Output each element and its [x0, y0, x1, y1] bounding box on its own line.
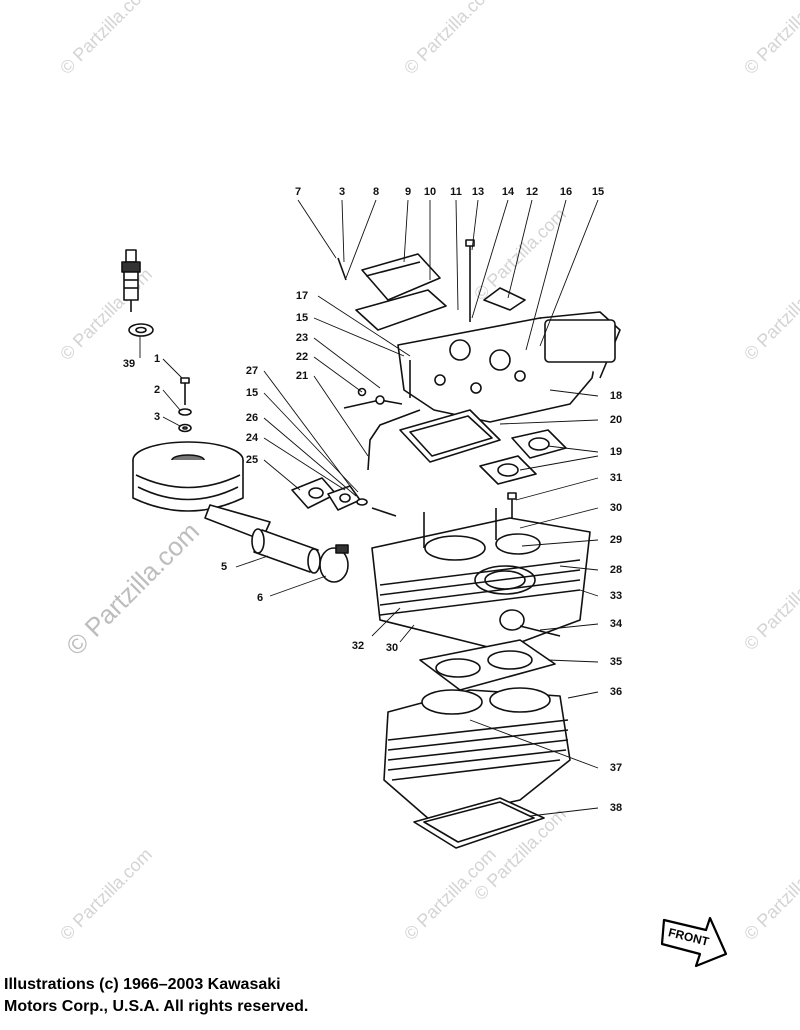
rocker-cover — [337, 253, 447, 331]
cylinder-head-bolt — [465, 239, 475, 322]
callout-label: 12 — [525, 186, 539, 198]
breather-fitting — [291, 477, 397, 517]
spark-plug — [121, 249, 154, 337]
callout-label: 5 — [220, 561, 228, 573]
callout-label: 39 — [122, 358, 136, 370]
port-gasket — [479, 429, 567, 485]
head-gasket — [399, 409, 501, 463]
callout-label: 13 — [471, 186, 485, 198]
hose-clamp — [319, 544, 349, 583]
leader-lines — [139, 199, 599, 817]
oil-pipe — [343, 387, 421, 471]
callout-label: 28 — [609, 564, 623, 576]
air-hose — [251, 528, 321, 574]
callout-label: 1 — [153, 353, 161, 365]
callout-label: 17 — [295, 290, 309, 302]
callout-label: 26 — [245, 412, 259, 424]
callout-label: 15 — [245, 387, 259, 399]
callout-label: 9 — [404, 186, 412, 198]
callout-label: 35 — [609, 656, 623, 668]
copyright-line-2: Motors Corp., U.S.A. All rights reserved… — [4, 998, 309, 1015]
lower-cylinder — [383, 687, 571, 821]
callout-label: 25 — [245, 454, 259, 466]
callout-label: 22 — [295, 351, 309, 363]
upper-cylinder — [371, 508, 591, 651]
callout-label: 31 — [609, 472, 623, 484]
callout-label: 21 — [295, 370, 309, 382]
callout-label: 3 — [338, 186, 346, 198]
callout-label: 15 — [295, 312, 309, 324]
callout-label: 14 — [501, 186, 515, 198]
bolt-washer-set — [178, 377, 192, 433]
copyright-line-1: Illustrations (c) 1966–2003 Kawasaki — [4, 976, 281, 993]
cylinder-head — [397, 311, 621, 423]
callout-label: 23 — [295, 332, 309, 344]
callout-label: 7 — [294, 186, 302, 198]
front-arrow-icon — [660, 916, 728, 968]
callout-label: 37 — [609, 762, 623, 774]
copyright-notice: Illustrations (c) 1966–2003 Kawasaki Mot… — [4, 974, 524, 1018]
callout-label: 6 — [256, 592, 264, 604]
callout-label: 32 — [351, 640, 365, 652]
callout-label: 34 — [609, 618, 623, 630]
callout-label: 15 — [591, 186, 605, 198]
base-gasket — [419, 639, 556, 691]
callout-label: 8 — [372, 186, 380, 198]
callout-label: 30 — [609, 502, 623, 514]
callout-label: 18 — [609, 390, 623, 402]
callout-label: 30 — [385, 642, 399, 654]
callout-label: 27 — [245, 365, 259, 377]
callout-label: 19 — [609, 446, 623, 458]
callout-label: 2 — [153, 384, 161, 396]
crankcase-gasket — [413, 797, 545, 849]
callout-label: 10 — [423, 186, 437, 198]
callout-label: 38 — [609, 802, 623, 814]
callout-label: 24 — [245, 432, 259, 444]
bracket — [483, 287, 526, 311]
callout-label: 33 — [609, 590, 623, 602]
callout-label: 16 — [559, 186, 573, 198]
callout-label: 29 — [609, 534, 623, 546]
callout-label: 11 — [450, 186, 462, 198]
callout-label: 36 — [609, 686, 623, 698]
callout-label: 3 — [153, 411, 161, 423]
callout-label: 20 — [609, 414, 623, 426]
